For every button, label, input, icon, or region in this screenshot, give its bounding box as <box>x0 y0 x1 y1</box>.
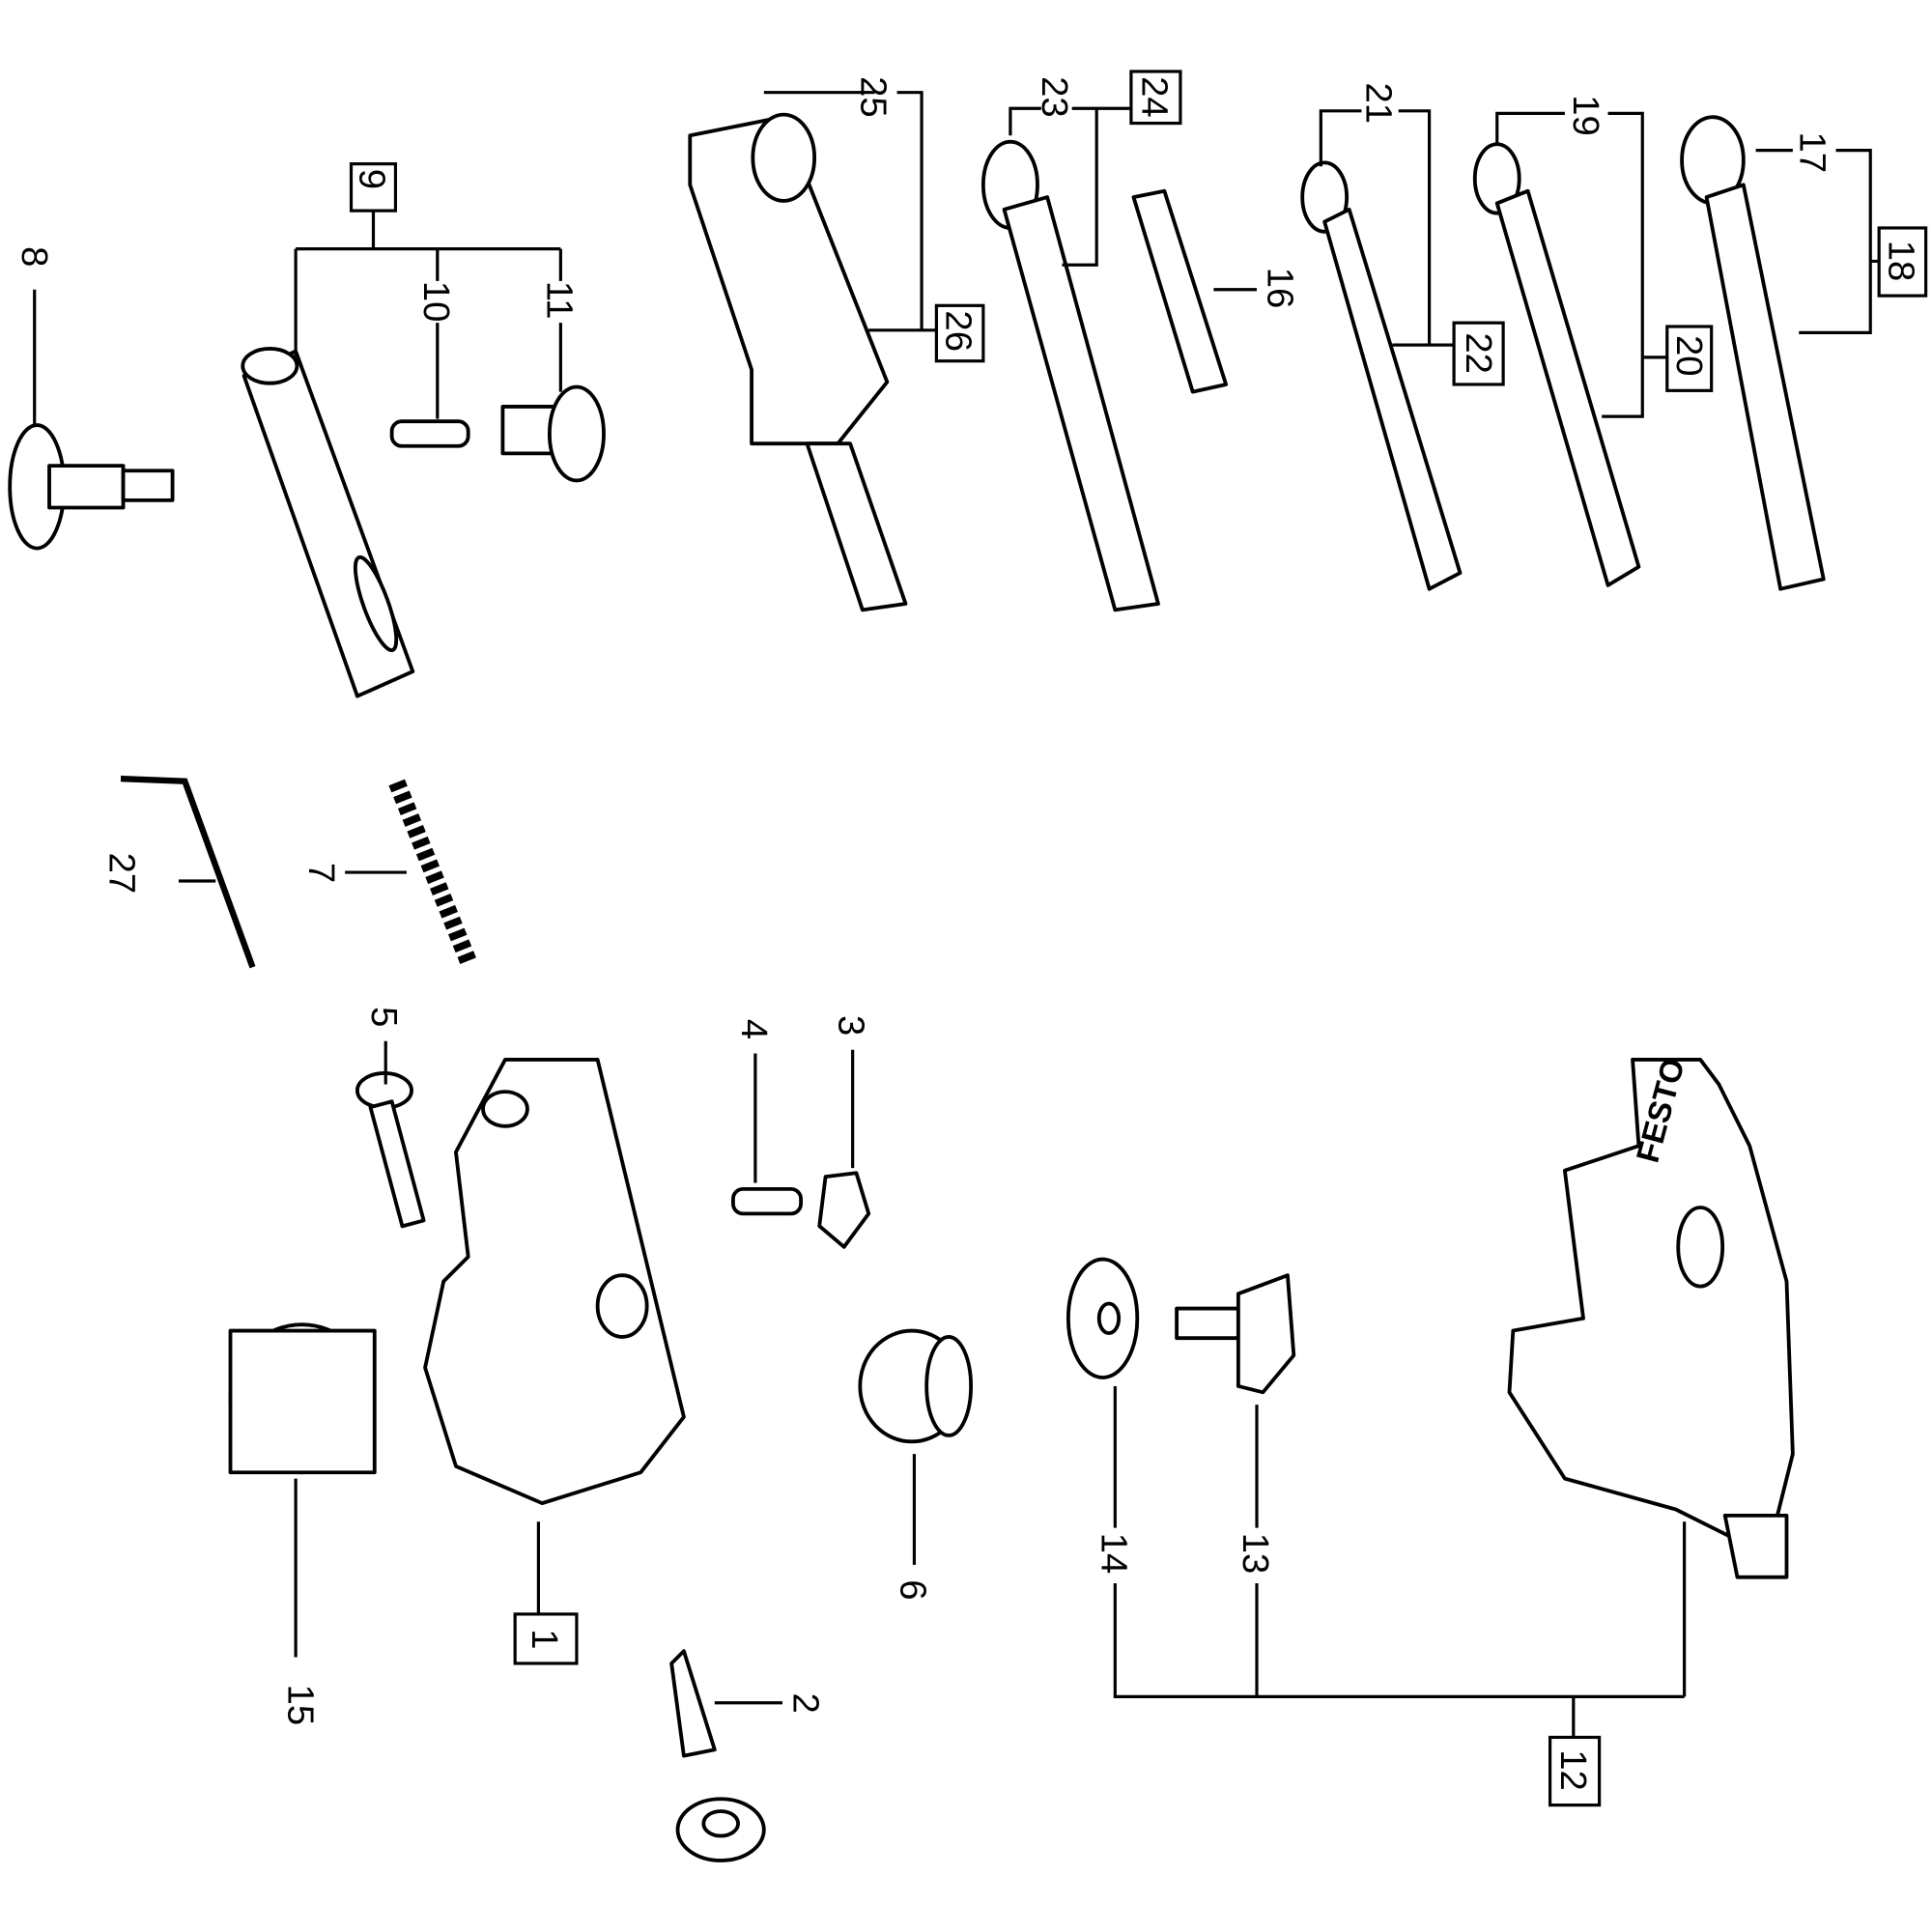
part-15-sleeve <box>228 1322 377 1475</box>
part-23-arm <box>980 139 1160 612</box>
label-24: 24 <box>1133 76 1175 118</box>
part-6-knurled-nut <box>858 1328 974 1444</box>
label-26: 26 <box>938 310 980 352</box>
part-27-hex-key <box>120 775 256 969</box>
label-7: 7 <box>300 863 342 883</box>
label-17: 17 <box>1792 131 1833 173</box>
part-16-bar <box>1131 188 1229 394</box>
label-20: 20 <box>1668 335 1710 377</box>
part-14-washer <box>1065 1257 1140 1379</box>
label-8: 8 <box>14 246 55 267</box>
label-boxes <box>349 70 1928 1807</box>
label-27: 27 <box>101 853 143 895</box>
label-11: 11 <box>538 281 580 320</box>
part-8-knurled-knob <box>8 423 175 551</box>
label-16: 16 <box>1260 268 1301 309</box>
label-5: 5 <box>363 1007 405 1027</box>
part-1-housing <box>423 1058 686 1506</box>
part-3-nut <box>817 1171 871 1249</box>
label-3: 3 <box>831 1015 872 1036</box>
label-18: 18 <box>1880 241 1921 282</box>
part-5-screw <box>355 1071 426 1229</box>
label-12: 12 <box>1552 1749 1594 1791</box>
part-12-body: FESTO <box>1507 1055 1795 1579</box>
part-11-bolt <box>500 384 606 483</box>
part-25-26-contact-arm-wide <box>688 112 908 612</box>
label-15: 15 <box>279 1685 321 1726</box>
part-10-set-screw <box>389 419 470 448</box>
leader-lines <box>33 91 1880 1738</box>
part-17-arm <box>1680 115 1826 591</box>
label-14: 14 <box>1093 1533 1134 1575</box>
label-9: 9 <box>351 169 392 189</box>
part-2-cone-and-nut <box>669 1649 766 1862</box>
part-4-grub-screw <box>731 1186 803 1216</box>
label-2: 2 <box>784 1693 826 1714</box>
part-9-shaft <box>241 347 415 698</box>
label-4: 4 <box>733 1019 775 1039</box>
part-21-arm <box>1300 160 1463 591</box>
label-10: 10 <box>415 281 457 323</box>
part-13-wing-bolt <box>1175 1273 1296 1395</box>
label-25: 25 <box>853 76 895 118</box>
label-21: 21 <box>1358 82 1400 124</box>
label-13: 13 <box>1235 1533 1276 1575</box>
label-22: 22 <box>1458 332 1499 374</box>
label-19: 19 <box>1565 95 1606 136</box>
label-6: 6 <box>892 1579 933 1600</box>
part-7-spring <box>388 779 476 965</box>
label-1: 1 <box>524 1629 565 1649</box>
callout-labels: 8 9 10 11 25 23 24 16 21 22 19 20 17 18 … <box>14 76 1921 1791</box>
label-23: 23 <box>1034 76 1075 118</box>
